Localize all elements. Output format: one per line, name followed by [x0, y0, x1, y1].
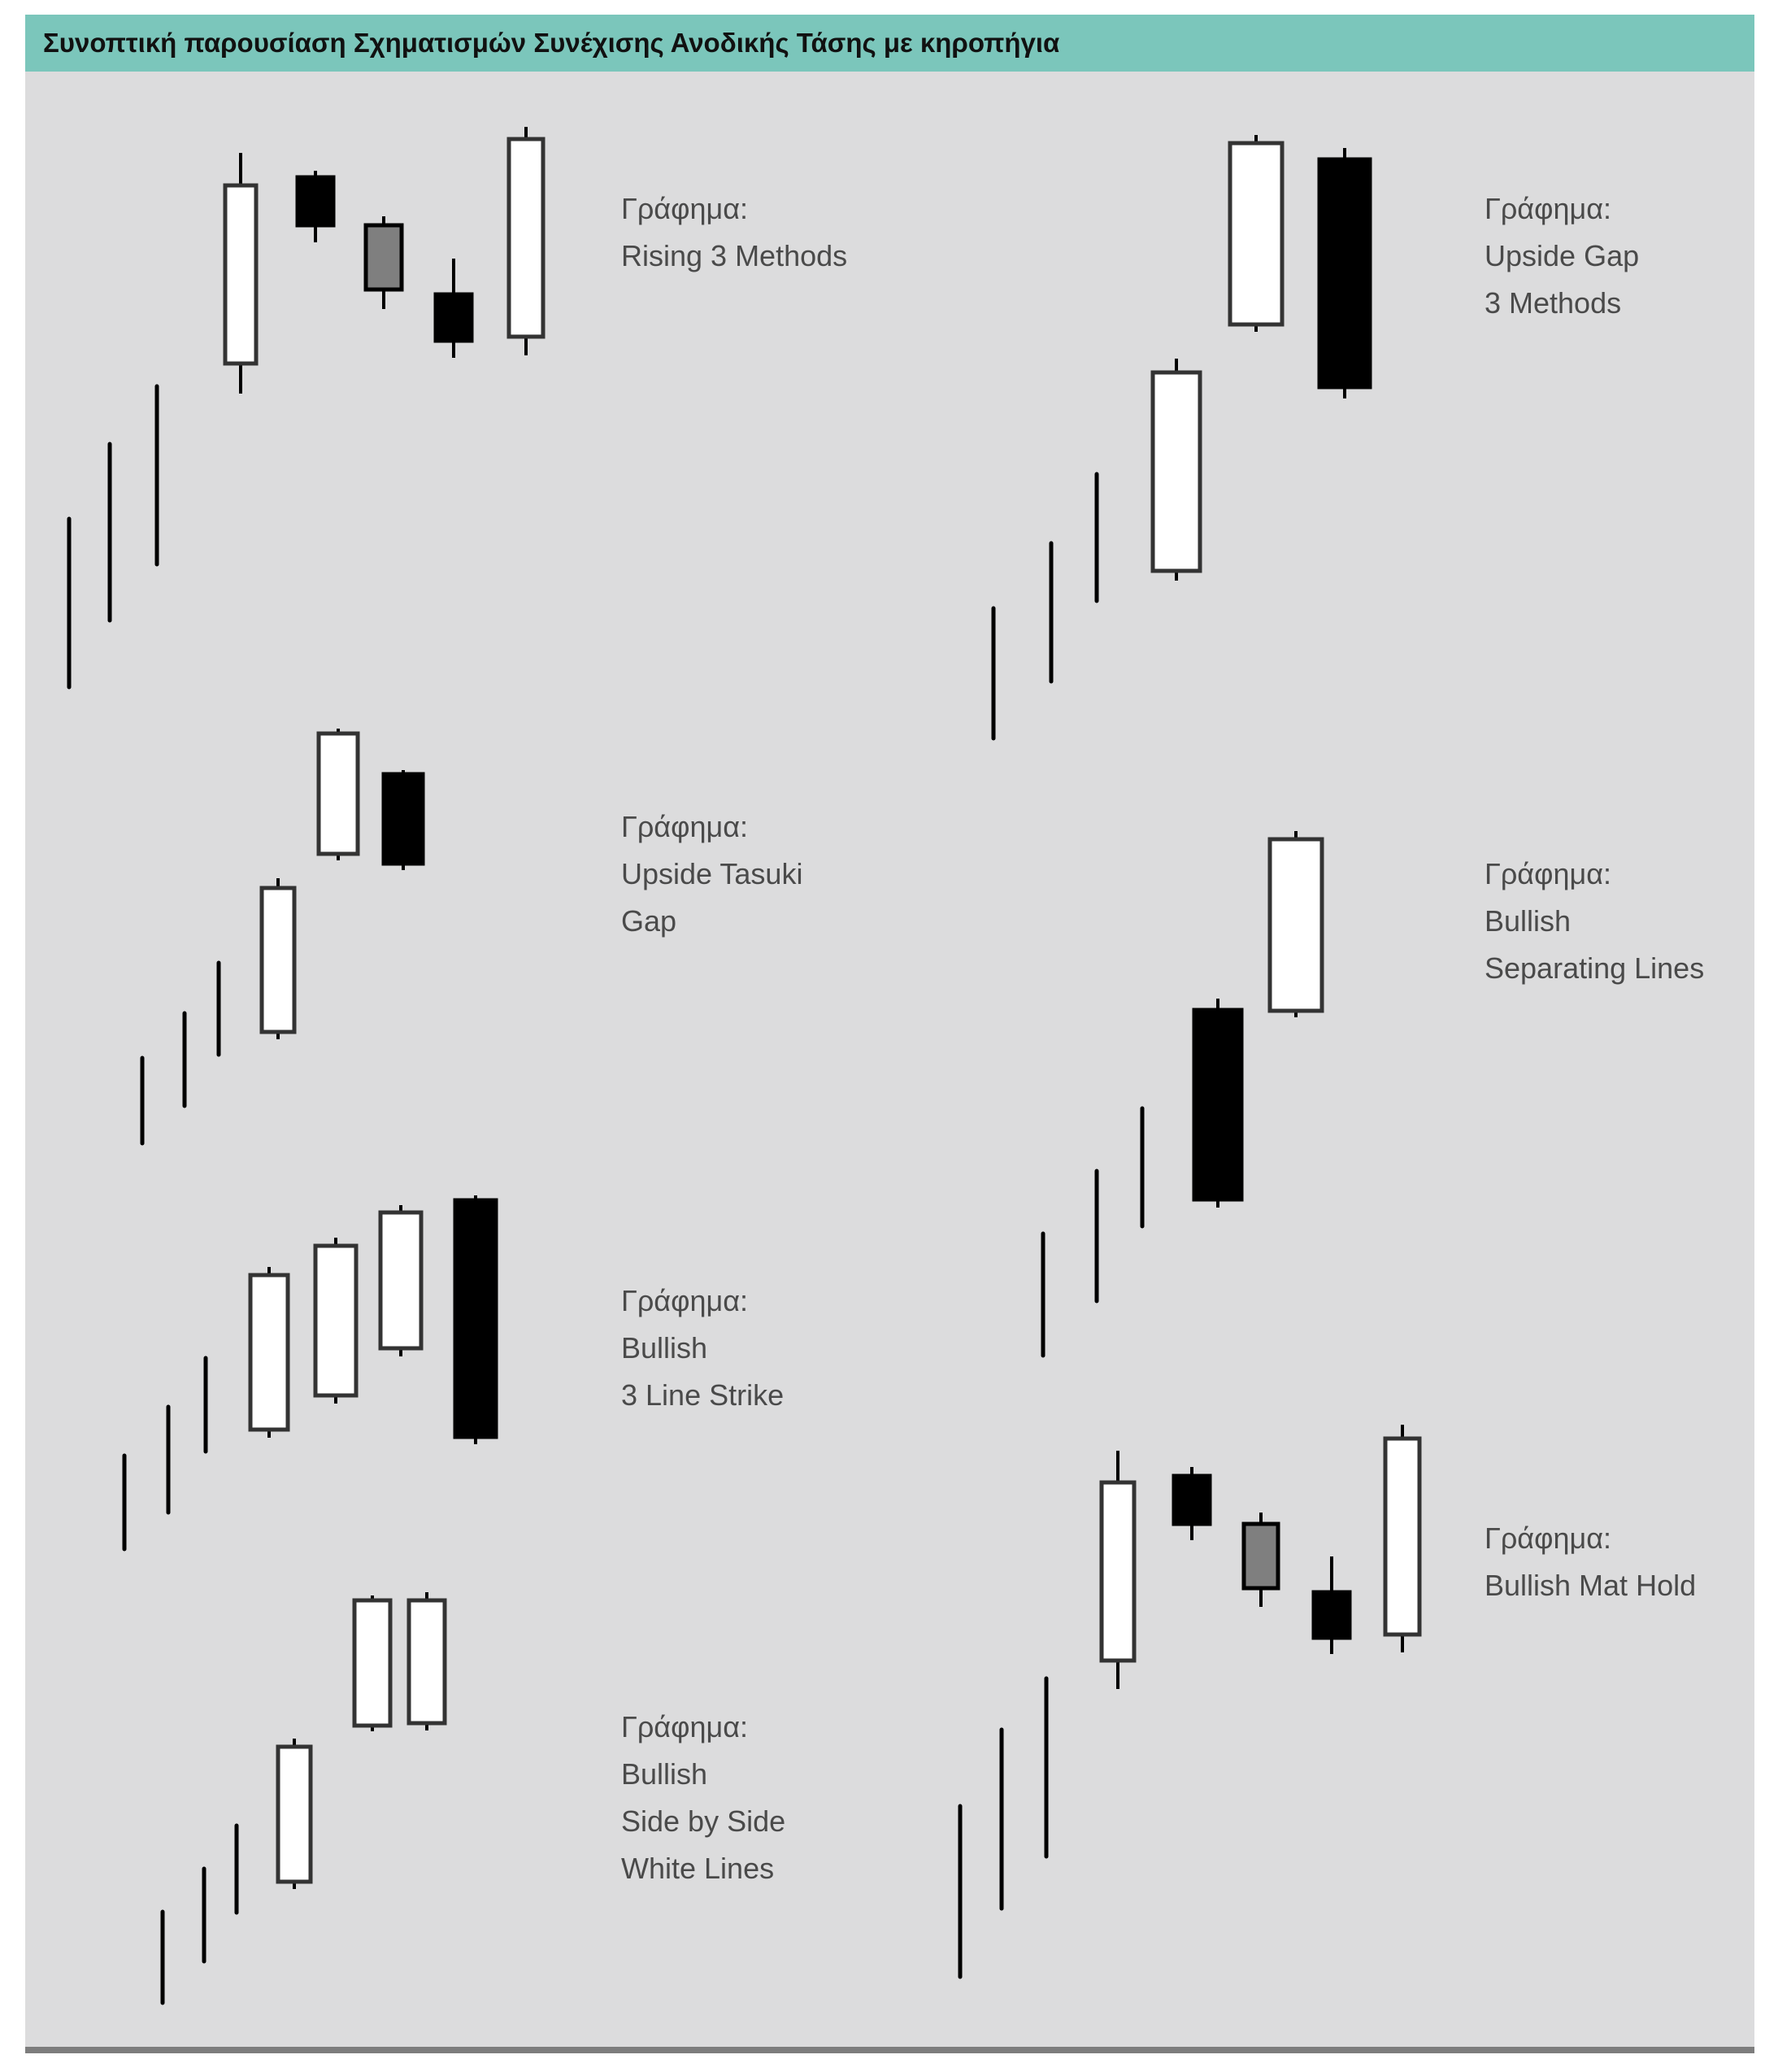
candle-body-white	[506, 137, 546, 339]
candle-4	[433, 259, 474, 358]
candle-body-black	[295, 175, 336, 228]
candle-1	[259, 878, 297, 1039]
candle-body-black	[1192, 1008, 1244, 1202]
label-rising-3-methods: Γράφημα: Rising 3 Methods	[621, 192, 848, 272]
candle-body-gray	[1241, 1521, 1280, 1591]
candle-5	[506, 127, 546, 355]
candle-1	[276, 1739, 313, 1889]
label-bullish-side-by-side-white-lines: Γράφημα: Bullish Side by Side White Line…	[621, 1710, 786, 1885]
candle-body-black	[1311, 1590, 1352, 1640]
candle-body-white	[1150, 370, 1202, 573]
candle-body-black	[381, 772, 425, 866]
candle-1	[248, 1267, 290, 1438]
panel-title: Συνοπτική παρουσίαση Σχηματισμών Συνέχισ…	[25, 15, 1754, 72]
candle-body-white	[259, 886, 297, 1034]
candle-1	[223, 153, 259, 394]
candle-1	[1099, 1451, 1137, 1689]
candle-1	[1150, 359, 1202, 581]
candle-body-white	[223, 183, 259, 366]
candlestick-diagram	[67, 127, 1422, 2005]
candle-body-white	[316, 731, 360, 856]
candle-body-white	[378, 1210, 424, 1351]
candle-3	[363, 216, 404, 309]
label-upside-gap-3-methods: Γράφημα: Upside Gap 3 Methods	[1485, 192, 1640, 320]
candle-body-white	[352, 1598, 393, 1728]
candle-2	[295, 171, 336, 242]
candle-2	[1267, 831, 1324, 1017]
pattern-bullish-separating-lines	[1041, 831, 1324, 1358]
candle-2	[1172, 1467, 1212, 1540]
candle-2	[316, 729, 360, 860]
pattern-bullish-3-line-strike	[122, 1195, 498, 1552]
candle-body-white	[1267, 837, 1324, 1013]
candle-body-white	[1383, 1436, 1422, 1637]
candle-4	[1311, 1556, 1352, 1654]
candle-body-white	[313, 1243, 359, 1398]
candle-3	[1241, 1513, 1280, 1607]
candle-body-black	[453, 1198, 498, 1439]
candle-2	[1228, 135, 1285, 332]
pattern-bullish-mat-hold	[958, 1425, 1422, 1979]
pattern-rising-3-methods	[67, 127, 546, 690]
candle-body-gray	[363, 223, 404, 292]
candle-body-black	[1317, 157, 1372, 390]
candle-3	[378, 1205, 424, 1356]
candle-3	[381, 770, 425, 870]
bottom-border-bar	[25, 2047, 1754, 2053]
candle-body-black	[1172, 1473, 1212, 1526]
candle-body-white	[1228, 141, 1285, 327]
pattern-upside-tasuki-gap	[140, 729, 425, 1146]
candle-2	[313, 1238, 359, 1404]
candle-2	[352, 1595, 393, 1731]
label-upside-tasuki-gap: Γράφημα: Upside Tasuki Gap	[621, 810, 803, 938]
candle-4	[453, 1195, 498, 1444]
pattern-upside-gap-3-methods	[991, 135, 1372, 741]
candlestick-patterns-panel: Συνοπτική παρουσίαση Σχηματισμών Συνέχισ…	[25, 15, 1754, 2053]
label-bullish-3-line-strike: Γράφημα: Bullish 3 Line Strike	[621, 1284, 785, 1412]
candle-3	[1317, 148, 1372, 398]
candle-body-black	[433, 292, 474, 343]
pattern-bullish-side-by-side-white-lines	[160, 1592, 447, 2005]
candle-body-white	[248, 1273, 290, 1432]
label-bullish-separating-lines: Γράφημα: Bullish Separating Lines	[1485, 857, 1705, 985]
candle-body-white	[276, 1744, 313, 1884]
candle-3	[406, 1592, 447, 1730]
candle-body-white	[406, 1598, 447, 1726]
candle-1	[1192, 999, 1244, 1208]
candle-5	[1383, 1425, 1422, 1652]
label-bullish-mat-hold: Γράφημα: Bullish Mat Hold	[1485, 1521, 1697, 1602]
candle-body-white	[1099, 1480, 1137, 1663]
